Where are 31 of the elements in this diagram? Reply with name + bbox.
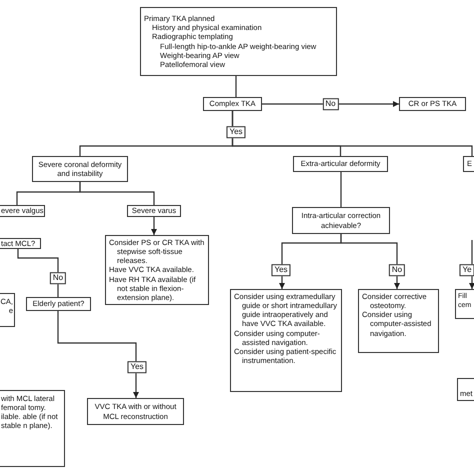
edge-label: Yes	[127, 361, 147, 373]
flowchart-box	[455, 289, 474, 319]
flowchart-box	[203, 97, 262, 111]
connector-line	[17, 249, 59, 297]
flowchart-box	[230, 289, 342, 392]
flowchart-box	[105, 235, 209, 305]
connector-arrow	[262, 101, 399, 107]
edge-label: Yes	[226, 126, 246, 138]
edge-label: No	[322, 98, 339, 110]
flowchart-box	[32, 156, 128, 182]
connector-line	[235, 76, 237, 97]
edge-label: Yes	[271, 264, 291, 276]
connector-line	[79, 182, 155, 205]
edge-label: No	[50, 272, 66, 284]
connector-arrow	[469, 240, 474, 289]
flowchart-box	[293, 156, 388, 172]
flowchart-box	[140, 7, 337, 76]
connector-line	[232, 111, 473, 156]
flowchart-box	[358, 289, 439, 353]
flowchart-box	[26, 297, 91, 311]
flowchart-box	[87, 398, 184, 425]
flowchart-box	[127, 205, 181, 217]
edge-label: Ye	[459, 264, 474, 276]
flowchart-box	[292, 207, 390, 234]
connector-arrow	[57, 311, 139, 398]
edge-label: No	[388, 264, 406, 276]
flowchart-box	[399, 97, 466, 111]
connector-arrow	[151, 217, 157, 235]
connector-arrow	[340, 234, 400, 289]
connector-line	[340, 172, 342, 207]
flowchart-box	[0, 238, 41, 249]
